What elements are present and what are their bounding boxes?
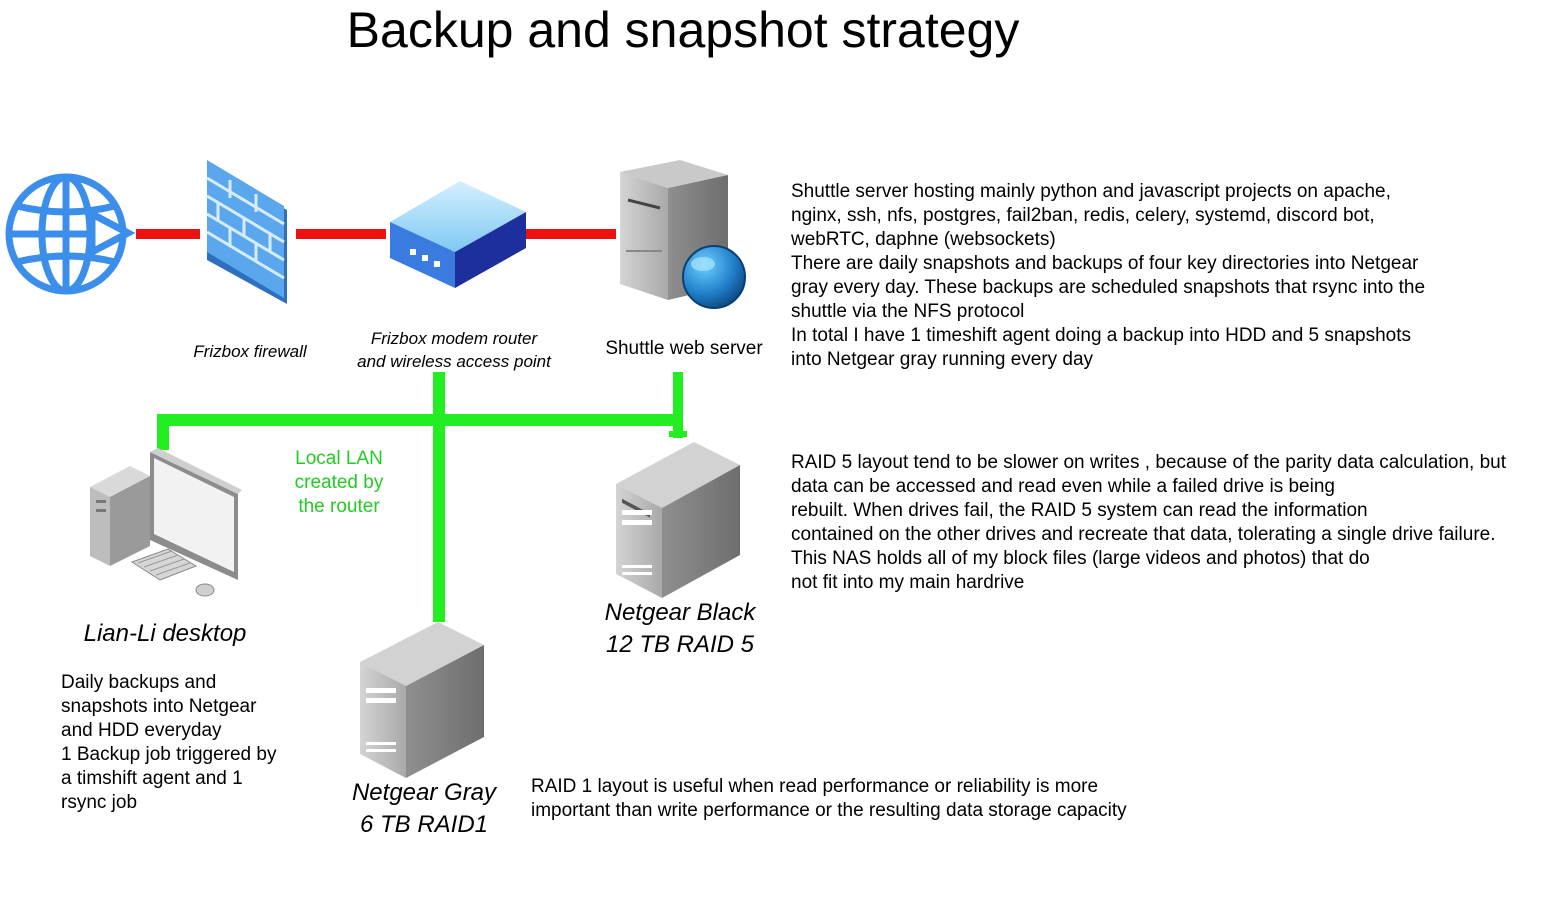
firewall-label: Frizbox firewall — [193, 342, 307, 361]
router-label-line2: and wireless access point — [357, 352, 551, 371]
nas-black-label-line2: 12 TB RAID 5 — [605, 631, 755, 658]
globe-icon — [5, 173, 136, 295]
lan-links — [157, 372, 687, 622]
desktop-label: Lian-Li desktop — [83, 620, 247, 647]
nas-gray-label-line1: Netgear Gray — [351, 779, 497, 806]
wan-link-firewall-router — [296, 229, 386, 239]
wan-link-globe-firewall — [136, 229, 200, 239]
lan-drop-desktop — [157, 414, 169, 450]
lan-riser-router — [433, 372, 445, 622]
lan-riser-server — [673, 372, 683, 438]
server-icon — [620, 160, 746, 309]
raid5-note: RAID 5 layout tend to be slower on write… — [791, 452, 1507, 593]
wan-link-router-server — [526, 229, 616, 239]
server-note: Shuttle server hosting mainly python and… — [791, 181, 1426, 370]
nas-gray-label-line2: 6 TB RAID1 — [359, 811, 489, 838]
nas-black-icon — [616, 442, 740, 598]
router-label-line1: Frizbox modem router — [370, 329, 538, 348]
diagram-title: Backup and snapshot strategy — [346, 2, 1020, 58]
nas-gray-icon — [360, 622, 484, 778]
nas-black-label-line1: Netgear Black — [604, 599, 756, 626]
lan-cap-server — [669, 431, 687, 437]
router-icon — [390, 181, 526, 288]
firewall-icon — [206, 160, 287, 304]
server-label: Shuttle web server — [605, 338, 763, 359]
lan-label: Local LAN created by the router — [294, 448, 384, 517]
wan-links — [136, 229, 616, 239]
desktop-note: Daily backups and snapshots into Netgear… — [61, 672, 277, 813]
raid1-note: RAID 1 layout is useful when read perfor… — [531, 776, 1127, 821]
lan-bus — [157, 414, 682, 426]
desktop-icon — [90, 448, 242, 597]
